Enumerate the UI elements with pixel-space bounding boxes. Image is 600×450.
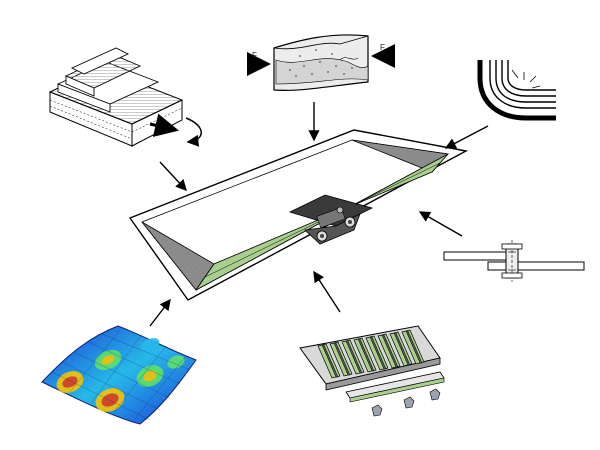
bolted-joint-icon	[443, 240, 585, 282]
arrow-curved-to-panel	[444, 125, 489, 149]
force-label-left: F	[252, 51, 257, 60]
arrow-fea-to-panel	[149, 298, 171, 327]
stiffened-panel-assembly	[128, 129, 469, 301]
arrow-kit-to-panel	[313, 270, 341, 313]
force-label-right: F	[380, 43, 385, 52]
curved-laminate-icon	[477, 60, 556, 121]
central-fitting	[288, 194, 374, 245]
arrow-laminate-to-panel	[159, 161, 187, 192]
layered-laminate-icon	[48, 47, 202, 147]
arrow-joint-to-panel	[418, 211, 463, 237]
flow-arrows	[149, 102, 489, 327]
compression-test-icon: F F	[247, 34, 395, 91]
stiffener-kit-icon	[299, 325, 445, 417]
fea-buckling-contour-icon	[41, 325, 197, 425]
